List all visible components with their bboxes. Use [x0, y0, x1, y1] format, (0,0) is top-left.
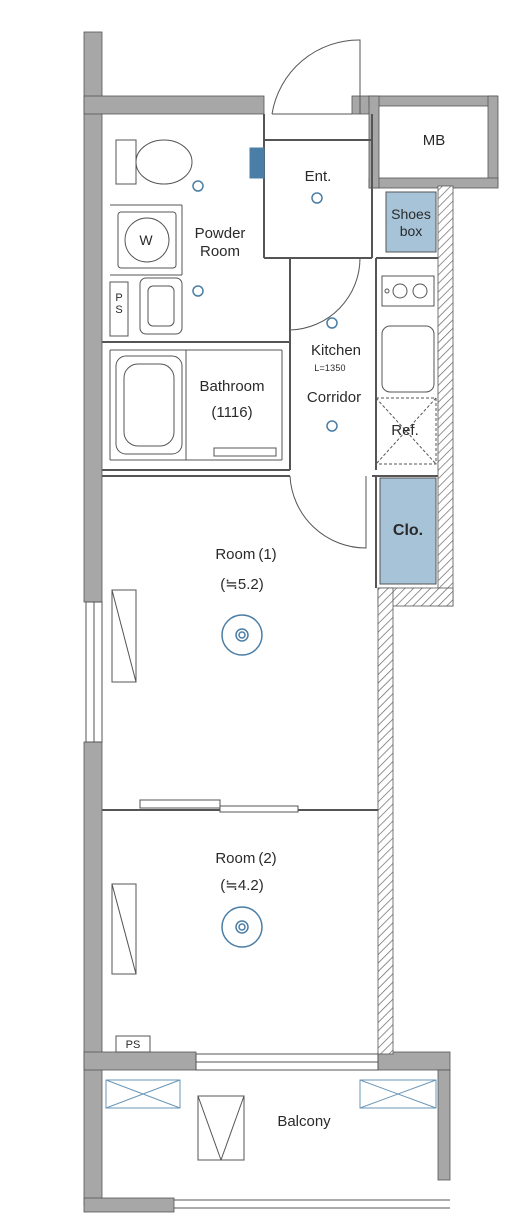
- hatched-wall-upper: [437, 185, 454, 607]
- corridor-door: [289, 257, 361, 331]
- bathroom-size-label: (1116): [211, 404, 253, 421]
- windows: [85, 589, 450, 1209]
- fixtures: [115, 139, 437, 465]
- light-room1-inner: [235, 628, 249, 642]
- shoes-box-label: Shoes box: [391, 206, 431, 239]
- mb-wall-right: [487, 95, 499, 187]
- bottom-wall-right: [377, 1051, 451, 1071]
- left-wall-balcony: [83, 1064, 103, 1206]
- powder-room-label: Powder Room: [194, 225, 246, 260]
- powder-door: [249, 147, 265, 179]
- entrance-door: [271, 39, 361, 115]
- ps-top-label: P S: [115, 292, 123, 316]
- washer-label: W: [139, 232, 153, 248]
- light-powder-1: [192, 180, 204, 192]
- corridor-label: Corridor: [306, 389, 362, 406]
- bottom-wall-left: [83, 1051, 197, 1071]
- top-wall-left: [83, 95, 265, 115]
- refrigerator-label: Ref.: [391, 422, 419, 439]
- light-powder-2: [192, 285, 204, 297]
- mb-label: MB: [422, 132, 446, 149]
- bathroom-label: Bathroom: [199, 378, 265, 395]
- shoes-box: [385, 191, 437, 253]
- doors: [249, 39, 367, 549]
- bathtub: [115, 355, 183, 455]
- washer-box: [117, 211, 177, 269]
- room1-size-label: (≒5.2): [220, 576, 264, 593]
- balcony-label: Balcony: [277, 1113, 331, 1130]
- balcony-hatch: [197, 1095, 245, 1161]
- light-kitchen: [326, 317, 338, 329]
- room1-label: Room (1): [215, 546, 277, 563]
- light-room2-outer: [221, 906, 263, 948]
- partitions: [102, 114, 438, 811]
- mb-wall-left: [368, 95, 380, 189]
- light-room1-outer: [221, 614, 263, 656]
- sliding-door-left: [139, 799, 221, 809]
- mb-wall-top: [368, 95, 498, 107]
- closet-label: Clo.: [392, 522, 424, 539]
- closet-box: [379, 477, 437, 585]
- left-wall-upper: [83, 31, 103, 603]
- storage: [379, 191, 437, 585]
- hatched-walls: [377, 185, 454, 1055]
- walls: [83, 31, 499, 1213]
- mb-wall-bottom: [368, 177, 499, 189]
- light-entrance: [311, 192, 323, 204]
- toilet-tank: [115, 139, 137, 185]
- kitchen-sink: [381, 325, 435, 393]
- light-room2-inner: [235, 920, 249, 934]
- room2-label: Room (2): [215, 850, 277, 867]
- balcony-wall-bottom: [83, 1197, 175, 1213]
- entrance-label: Ent.: [304, 168, 332, 185]
- balcony-units: [105, 1079, 437, 1109]
- lights: [192, 180, 338, 948]
- kitchen-label: Kitchen: [310, 342, 362, 359]
- ps-bottom-box: [115, 1035, 151, 1053]
- left-wall-lower: [83, 741, 103, 1068]
- room2-size-label: (≒4.2): [220, 877, 264, 894]
- sliding-door-right: [219, 805, 299, 813]
- ps-bottom-label: PS: [125, 1039, 141, 1051]
- hatched-wall-lower: [377, 587, 394, 1055]
- toilet-bowl: [135, 139, 193, 185]
- stove: [381, 275, 435, 307]
- washbasin: [139, 277, 183, 335]
- room1-door: [289, 475, 367, 549]
- refrigerator-box: [375, 397, 437, 465]
- kitchen-length-label: L=1350: [314, 363, 346, 373]
- light-corridor: [326, 420, 338, 432]
- balcony-wall-right: [437, 1069, 451, 1181]
